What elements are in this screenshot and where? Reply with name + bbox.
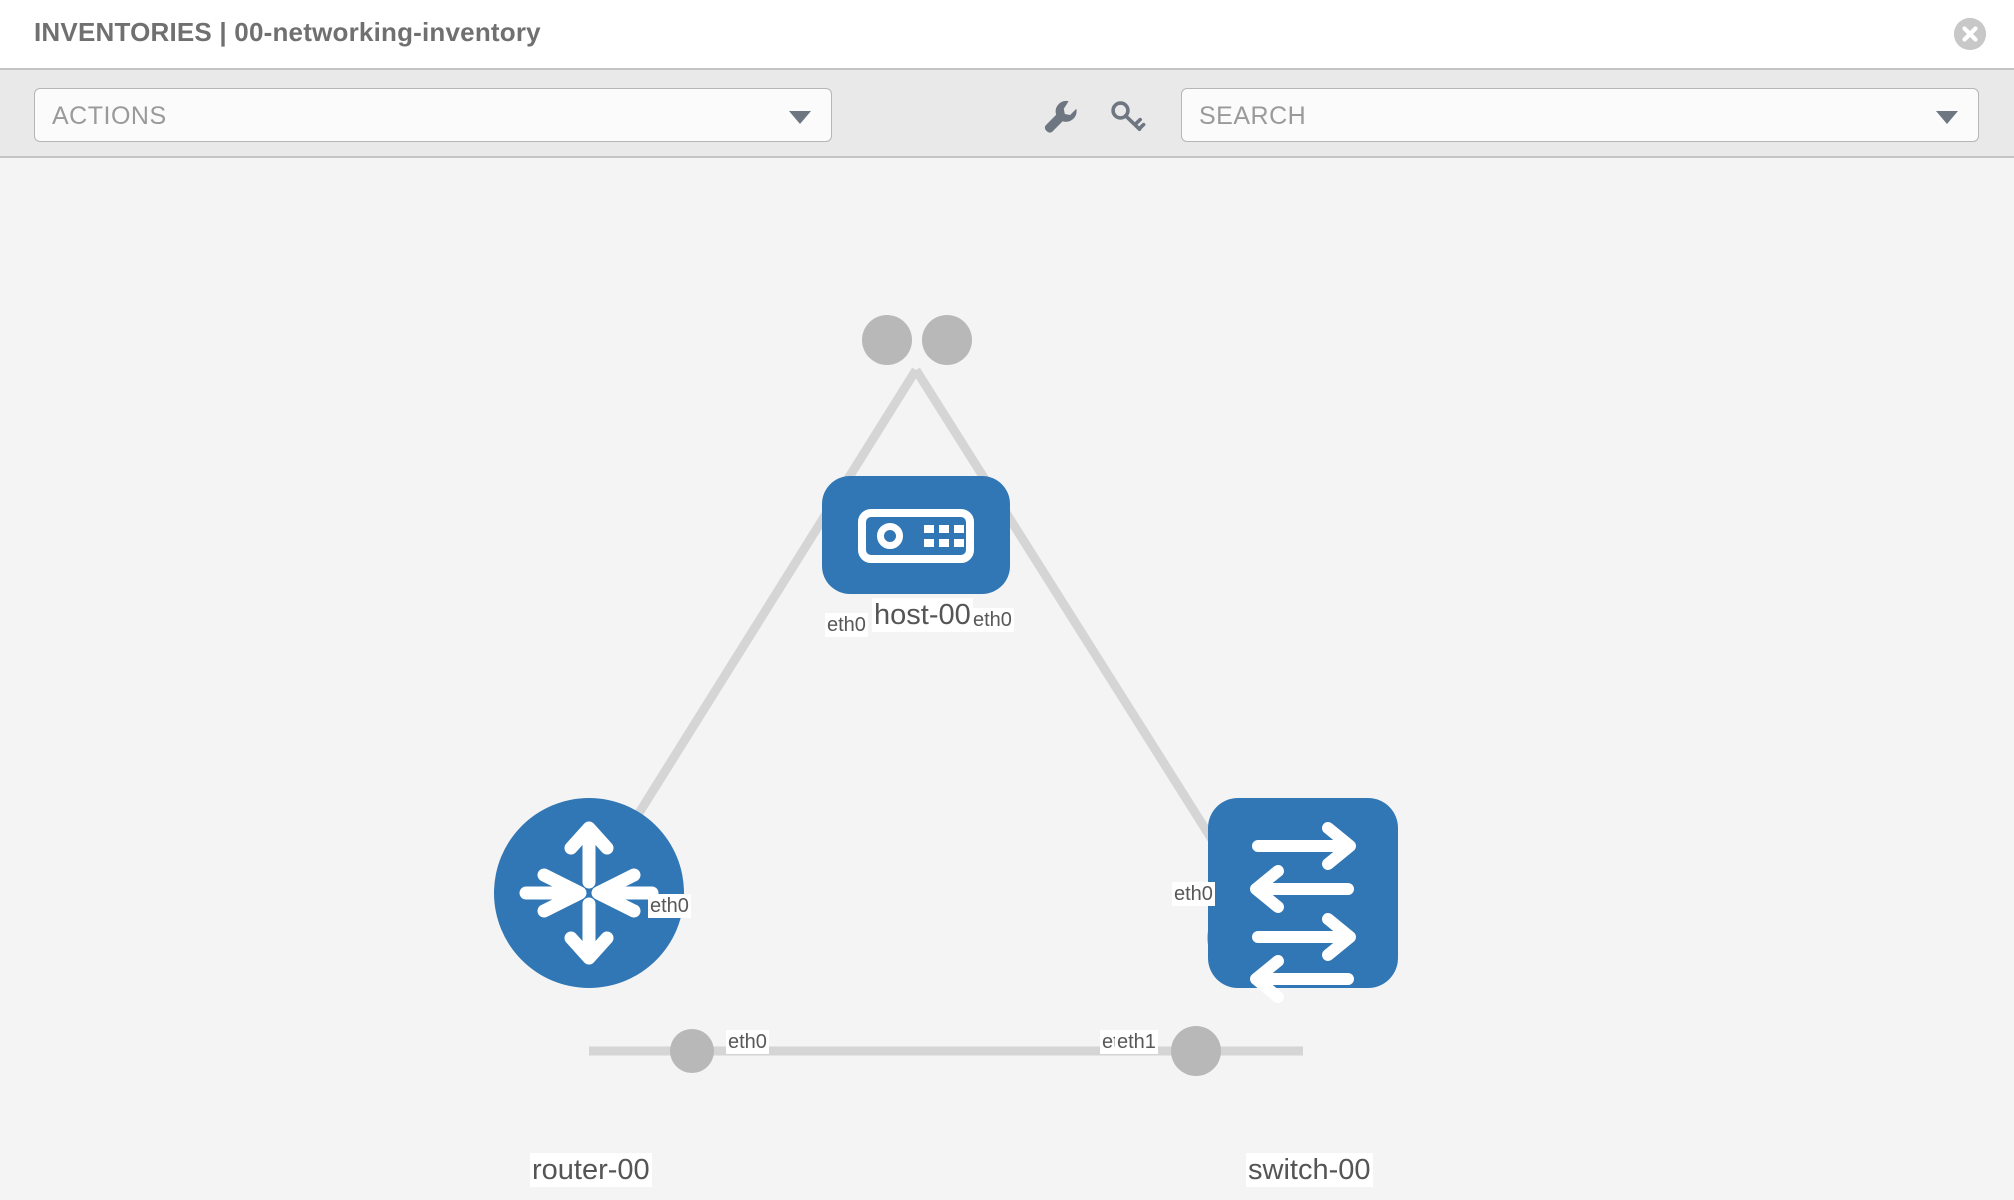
page-header: INVENTORIES | 00-networking-inventory: [0, 0, 2014, 68]
link-host00-router00: [585, 367, 920, 896]
search-input[interactable]: SEARCH: [1181, 88, 1979, 142]
close-icon[interactable]: [1954, 18, 1986, 50]
wrench-icon[interactable]: [1037, 94, 1081, 138]
edge-label-router00-switch00-source[interactable]: eth0: [726, 1030, 769, 1054]
graph-links: [585, 367, 1303, 1056]
edge-label-host00-router00-source[interactable]: eth0: [825, 613, 868, 637]
actions-dropdown-label: ACTIONS: [52, 102, 167, 130]
connector-router00-right: [670, 1029, 714, 1073]
node-label-router-00[interactable]: router-00: [530, 1153, 652, 1187]
graph-connectors: [670, 315, 1257, 1076]
key-icon[interactable]: [1105, 94, 1149, 138]
edge-label-host00-switch00-source[interactable]: eth0: [971, 608, 1014, 632]
connector-host00-left: [862, 315, 912, 365]
edge-label-router00-switch00-target[interactable]: eth1: [1115, 1030, 1158, 1054]
edge-label-host00-switch00-target[interactable]: eth0: [1172, 882, 1215, 906]
topology-canvas[interactable]: host-00 router-00 switch-00 eth0 eth0 et…: [0, 158, 2014, 1200]
edge-label-host00-router00-target[interactable]: eth0: [648, 894, 691, 918]
toolbar: ACTIONS SEARCH: [0, 68, 2014, 158]
node-switch-00: [1208, 798, 1398, 1003]
link-host00-switch00: [912, 367, 1256, 906]
page-title: INVENTORIES | 00-networking-inventory: [34, 17, 541, 47]
topology-graph: [494, 315, 1398, 1076]
actions-dropdown[interactable]: ACTIONS: [34, 88, 832, 142]
search-placeholder: SEARCH: [1199, 102, 1307, 130]
connector-switch00-left: [1171, 1026, 1221, 1076]
node-label-host-00[interactable]: host-00: [872, 598, 973, 632]
node-router-00: [494, 798, 684, 988]
node-host-00: [822, 476, 1010, 594]
node-label-switch-00[interactable]: switch-00: [1246, 1153, 1373, 1187]
connector-host00-right: [922, 315, 972, 365]
chevron-down-icon[interactable]: [1936, 111, 1958, 124]
chevron-down-icon: [789, 111, 811, 124]
